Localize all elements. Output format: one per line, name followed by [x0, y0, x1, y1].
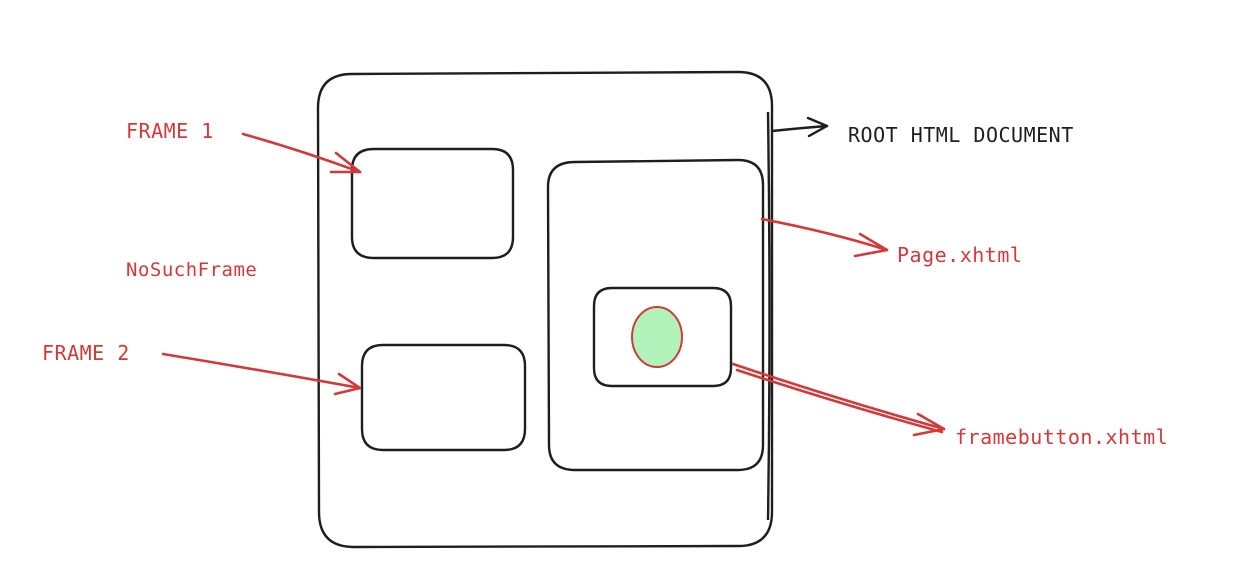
- framebutton-frame-box: [592, 286, 733, 388]
- root-document-label: ROOT HTML DOCUMENT: [848, 123, 1074, 147]
- frame2-label: FRAME 2: [42, 341, 130, 365]
- page-label: Page.xhtml: [897, 243, 1022, 267]
- frame2-arrow: [161, 352, 362, 396]
- frame1-label: FRAME 1: [126, 119, 214, 143]
- frame1-box: [350, 147, 515, 260]
- page-frame-box: [546, 158, 765, 472]
- frame2-box: [360, 343, 527, 452]
- framebutton-label: framebutton.xhtml: [955, 425, 1168, 449]
- root-document-arrow: [770, 116, 829, 138]
- framebutton-arrow: [731, 362, 946, 437]
- frame1-arrow: [241, 132, 362, 174]
- frame-button: [631, 306, 683, 368]
- page-arrow: [760, 217, 889, 258]
- no-such-frame-label: NoSuchFrame: [126, 259, 257, 281]
- root-document-box: [316, 70, 774, 549]
